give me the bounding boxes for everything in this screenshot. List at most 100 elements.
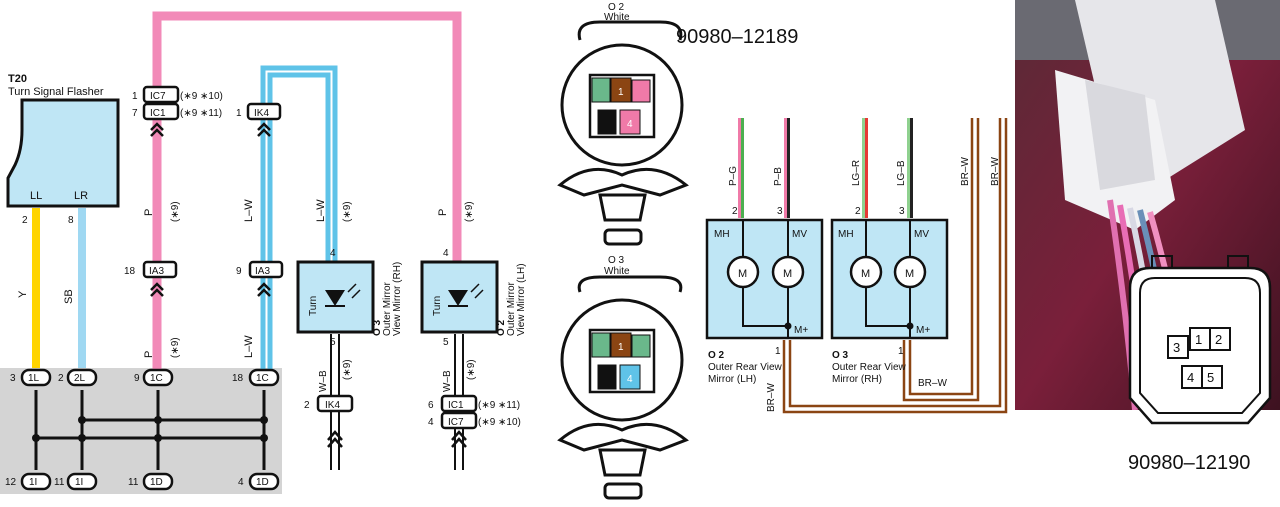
connector-ic1: IC1 <box>142 102 180 121</box>
wire-pb-pink <box>784 118 787 218</box>
o3-mplus: M+ <box>916 325 930 336</box>
junction-lines <box>34 390 266 470</box>
jp-n9: 9 <box>134 373 140 384</box>
part-number-bottom: 90980–12190 <box>1128 452 1251 474</box>
o2-pin1: 1 <box>775 346 781 357</box>
wire-brw-label-1: BR–W <box>960 157 971 186</box>
o3-code: O 3 <box>832 350 849 361</box>
wire-p-note-3: (∗9) <box>170 337 181 358</box>
o2-mh: MH <box>714 229 730 240</box>
wire-sb <box>78 208 86 368</box>
connector-ik4-bottom: IK4 <box>316 394 354 413</box>
mirror-rh-pin5: 5 <box>330 337 336 348</box>
svg-text:IC7: IC7 <box>150 91 166 102</box>
wire-y <box>32 208 40 368</box>
jp-n3: 3 <box>10 373 16 384</box>
o3-view-code: O 3 <box>608 255 625 266</box>
wire-brw-label-4: BR–W <box>918 378 947 389</box>
mirror-lh-turn-label: Turn <box>432 296 443 316</box>
connector-ic7-bottom: IC7 <box>440 411 478 430</box>
o3-motor2-label: M <box>905 268 914 280</box>
o3-motor1-label: M <box>861 268 870 280</box>
svg-text:IK4: IK4 <box>254 108 269 119</box>
wire-p-pink <box>152 11 462 370</box>
wire-lgb-black <box>910 118 913 218</box>
jp-2l: 2L <box>74 373 86 384</box>
jp-1l: 1L <box>28 373 40 384</box>
ic7b-note: (∗9 ∗10) <box>478 417 521 428</box>
o3-pin2: 2 <box>855 206 861 217</box>
wire-pb-black <box>787 118 790 218</box>
o2-name1: Outer Rear View <box>708 362 783 373</box>
o3-pin3: 3 <box>899 206 905 217</box>
flasher-pin-num-ll: 2 <box>22 215 28 226</box>
o2-motor1-label: M <box>738 268 747 280</box>
wire-p-label-1: P <box>143 209 155 216</box>
ic7-pin: 1 <box>132 91 138 102</box>
wire-wb-label-lh: W–B <box>442 370 453 392</box>
pin-label-1: 1 <box>1195 332 1202 347</box>
jb-1i-b: 1I <box>75 477 83 488</box>
mirror-rh-turn-box <box>296 260 375 334</box>
ik4b-pin: 2 <box>304 400 310 411</box>
pin-label-2: 2 <box>1215 332 1222 347</box>
pin-box-2 <box>1209 327 1231 351</box>
wire-pb-label: P–B <box>773 167 784 186</box>
svg-text:IC1: IC1 <box>150 108 166 119</box>
wire-lgr-green <box>862 118 865 218</box>
mirror-lh-pin4: 4 <box>443 248 449 259</box>
ic1b-note: (∗9 ∗11) <box>478 400 520 411</box>
mirror-lh-code: O 2 <box>496 319 507 336</box>
wire-brw-returns <box>782 118 1008 414</box>
svg-text:IC1: IC1 <box>448 400 464 411</box>
ic7b-pin: 4 <box>428 417 434 428</box>
o3-pin1: 1 <box>898 346 904 357</box>
wire-lw-note: (∗9) <box>342 201 353 222</box>
o2-pin1: 1 <box>618 87 624 98</box>
o2-pin4: 4 <box>627 119 633 130</box>
mirror-rh-name1: Outer Mirror <box>382 281 393 336</box>
o2-mplus: M+ <box>794 325 808 336</box>
jp-1c-b: 1C <box>256 373 269 384</box>
wire-lgb-green <box>907 118 910 218</box>
o3-mv: MV <box>914 229 929 240</box>
junction-pills-bottom <box>20 472 280 491</box>
mirror-rh-code: O 3 <box>372 319 383 336</box>
ic7-note: (∗9 ∗10) <box>180 91 223 102</box>
wire-p-label-3: P <box>143 351 155 358</box>
wire-pg-label: P–G <box>728 166 739 186</box>
chevron-marks <box>150 122 271 297</box>
flasher-name: Turn Signal Flasher <box>8 86 104 98</box>
connector-ic1-bottom: IC1 <box>440 394 478 413</box>
chevron-marks-bottom <box>327 430 467 448</box>
mirror-lh-pin5: 5 <box>443 337 449 348</box>
wire-lw-label-2: L–W <box>315 199 327 222</box>
flasher-code: T20 <box>8 73 27 85</box>
pin-label-4: 4 <box>1187 370 1194 385</box>
wire-p-note-1: (∗9) <box>170 201 181 222</box>
ia3-pin-18: 18 <box>124 266 136 277</box>
jb-n11b: 11 <box>128 477 139 488</box>
o2-code: O 2 <box>708 350 725 361</box>
wire-wb-note-rh: (∗9) <box>342 359 353 380</box>
o2-view-color: White <box>604 12 630 23</box>
svg-text:IA3: IA3 <box>255 266 270 277</box>
wire-p-label-2: P <box>437 209 449 216</box>
wire-brw-label-2: BR–W <box>990 157 1001 186</box>
o2-motor-box <box>705 218 824 340</box>
flasher-pin-num-lr: 8 <box>68 215 74 226</box>
wire-y-label: Y <box>17 290 29 298</box>
o3-motor-box <box>830 218 949 340</box>
o3-view-color: White <box>604 266 630 277</box>
flasher-body <box>6 98 120 208</box>
o3-pin4: 4 <box>627 374 633 385</box>
o2-pin3: 3 <box>777 206 783 217</box>
ic1b-pin: 6 <box>428 400 434 411</box>
wire-pg-pink <box>738 118 741 218</box>
o2-view-code: O 2 <box>608 2 625 13</box>
pin-box-5 <box>1201 365 1223 389</box>
mirror-rh-turn-label: Turn <box>308 296 319 316</box>
o3-mh: MH <box>838 229 854 240</box>
svg-text:IA3: IA3 <box>149 266 164 277</box>
